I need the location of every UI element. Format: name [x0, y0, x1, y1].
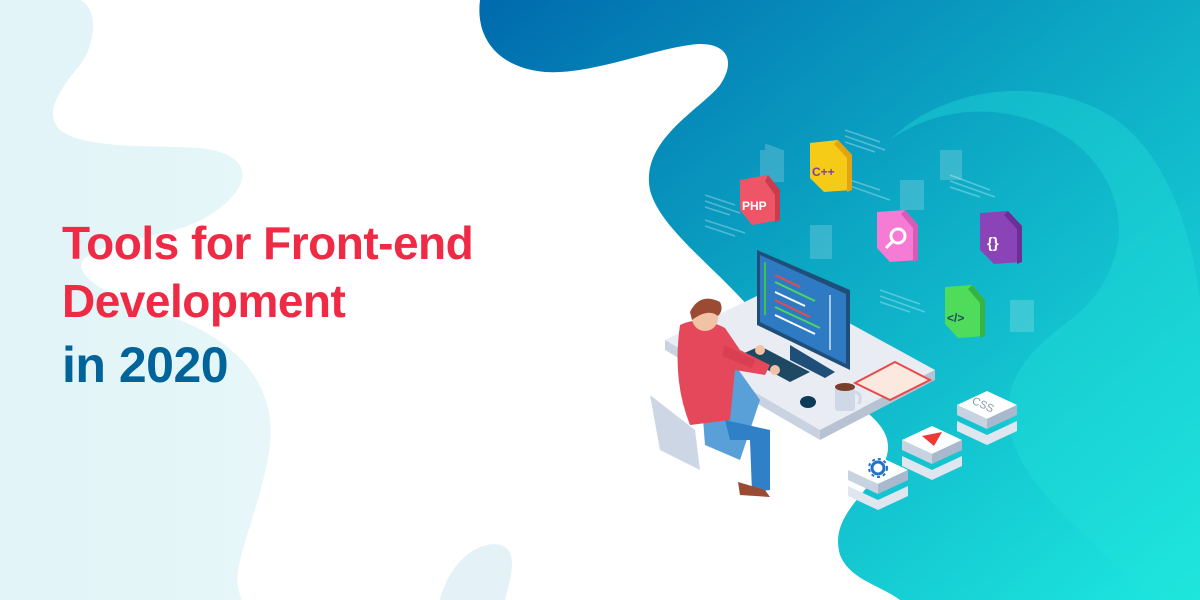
teal-swirl — [890, 90, 1200, 600]
headline-line-3: in 2020 — [62, 337, 229, 393]
pale-blob-bottom — [440, 544, 512, 600]
developer-person — [650, 298, 780, 497]
braces-label: {} — [987, 235, 999, 252]
cpp-label: C++ — [812, 165, 835, 179]
notebook-icon — [852, 360, 933, 402]
keyboard-icon — [740, 346, 810, 382]
search-tile — [877, 210, 918, 262]
headline: Tools for Front-end Development in 2020 — [62, 214, 474, 394]
css-step: CSS — [957, 391, 1017, 445]
gear-step — [848, 456, 908, 510]
php-label: PHP — [742, 199, 767, 213]
monitor-icon — [757, 250, 850, 378]
php-tile: PHP — [740, 175, 780, 225]
coffee-mug-icon — [835, 383, 862, 411]
html-tile: </> — [945, 285, 985, 338]
mouse-icon — [800, 396, 816, 408]
faint-code-lines — [704, 129, 996, 313]
html-label: </> — [947, 311, 964, 325]
cpp-tile: C++ — [810, 140, 852, 192]
headline-line-2: Development — [62, 275, 346, 327]
headline-line-1: Tools for Front-end — [62, 217, 474, 269]
play-step — [902, 426, 962, 480]
pale-blob-left — [0, 0, 271, 600]
search-icon — [884, 227, 907, 250]
braces-tile: {} — [980, 211, 1022, 264]
gear-icon — [868, 458, 888, 478]
play-icon — [922, 432, 942, 446]
